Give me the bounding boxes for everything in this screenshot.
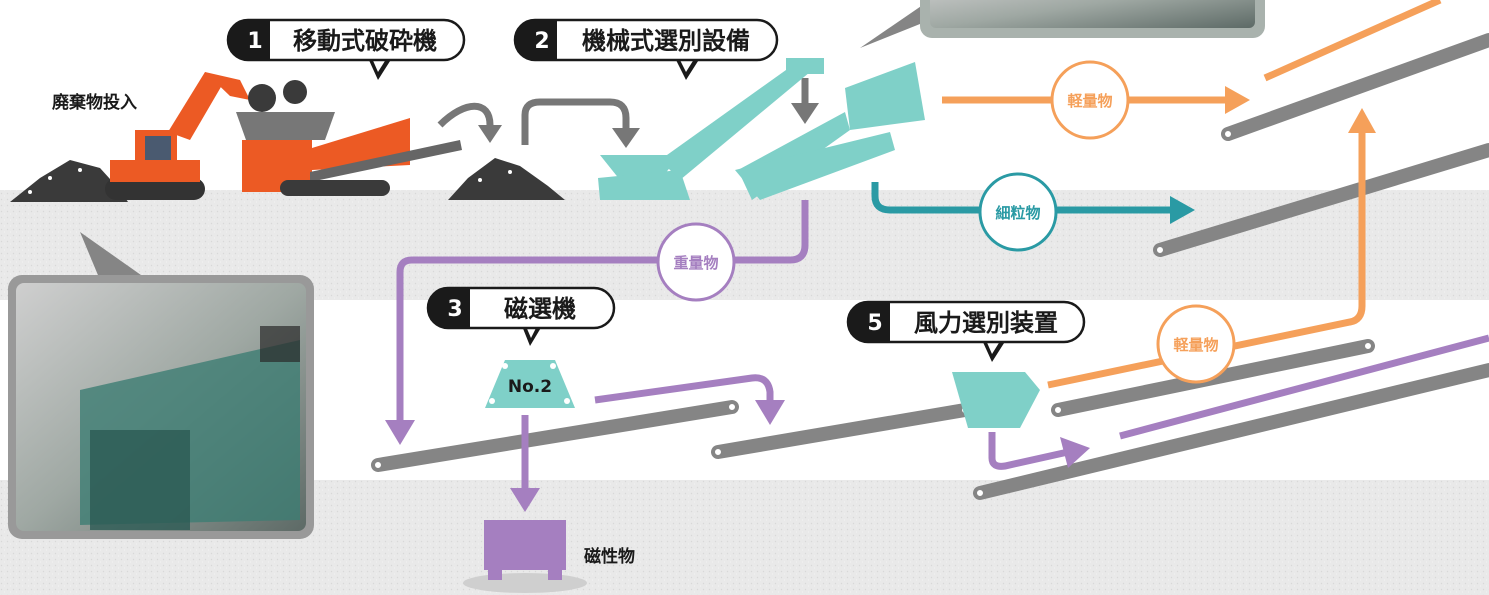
callout-text: 磁選機 <box>504 295 576 323</box>
callout-number: 5 <box>867 311 882 336</box>
callout-magnetic-separator: 3 磁選機 <box>426 286 616 346</box>
callout-mobile-crusher: 1 移動式破砕機 <box>226 18 466 80</box>
heavy-material-label: 重量物 <box>673 254 718 272</box>
waste-pile-middle <box>448 158 565 200</box>
fine-material-label: 細粒物 <box>995 204 1040 222</box>
mechanical-sorter <box>598 58 925 200</box>
photo-top <box>860 0 1265 48</box>
callout-number: 3 <box>447 297 462 322</box>
wind-separator <box>952 372 1040 428</box>
flow-light-top: 軽量物 <box>942 0 1442 140</box>
waste-pile-left <box>10 160 128 202</box>
callout-wind-separator: 5 風力選別装置 <box>846 300 1086 362</box>
callout-mechanical-sorter: 2 機械式選別設備 <box>513 18 779 80</box>
callout-text: 風力選別装置 <box>914 309 1058 337</box>
flow-fine: 細粒物 <box>871 172 1195 252</box>
callout-text: 移動式破砕機 <box>293 27 437 55</box>
gray-arrow-heads <box>478 103 819 148</box>
conveyor-rollers <box>373 129 1373 498</box>
callout-text: 機械式選別設備 <box>582 27 750 55</box>
magnetic-bin <box>463 520 587 593</box>
flow-heavy: 重量物 <box>385 200 809 445</box>
light-material-bottom-label: 軽量物 <box>1173 336 1218 354</box>
photo-bottom-left <box>8 232 314 539</box>
magnetic-material-label: 磁性物 <box>584 546 635 567</box>
waste-input-label: 廃棄物投入 <box>52 92 137 113</box>
light-material-top-label: 軽量物 <box>1067 92 1112 110</box>
magnet-unit-label: No.2 <box>508 377 552 397</box>
magnetic-separator: No.2 <box>485 360 575 408</box>
conveyors <box>371 33 1489 500</box>
gray-arrows <box>437 78 809 145</box>
mobile-crusher <box>236 112 462 196</box>
flow-magnet <box>510 374 785 512</box>
callout-number: 2 <box>534 29 549 54</box>
flow-wind: 軽量物 <box>988 108 1489 470</box>
callout-number: 1 <box>247 29 262 54</box>
excavator <box>105 72 307 200</box>
